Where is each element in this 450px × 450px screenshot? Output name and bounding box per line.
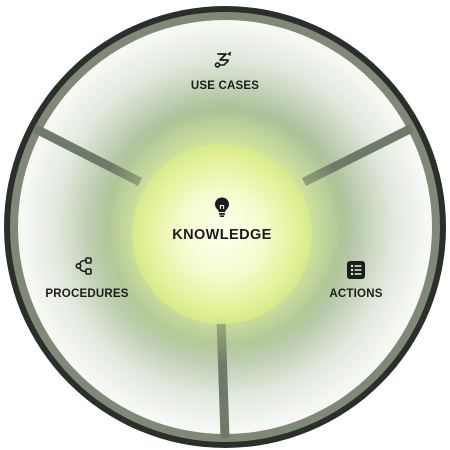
segment-label-actions: ACTIONS <box>329 288 383 300</box>
segment-label-procedures: PROCEDURES <box>45 288 129 300</box>
flow-icon <box>74 256 94 276</box>
lightbulb-icon <box>213 196 231 218</box>
path-route-icon <box>214 50 234 70</box>
segment-label-use-cases: USE CASES <box>190 80 260 92</box>
list-icon <box>346 260 366 280</box>
center-label-knowledge: KNOWLEDGE <box>172 227 272 243</box>
core-circle <box>132 144 312 324</box>
